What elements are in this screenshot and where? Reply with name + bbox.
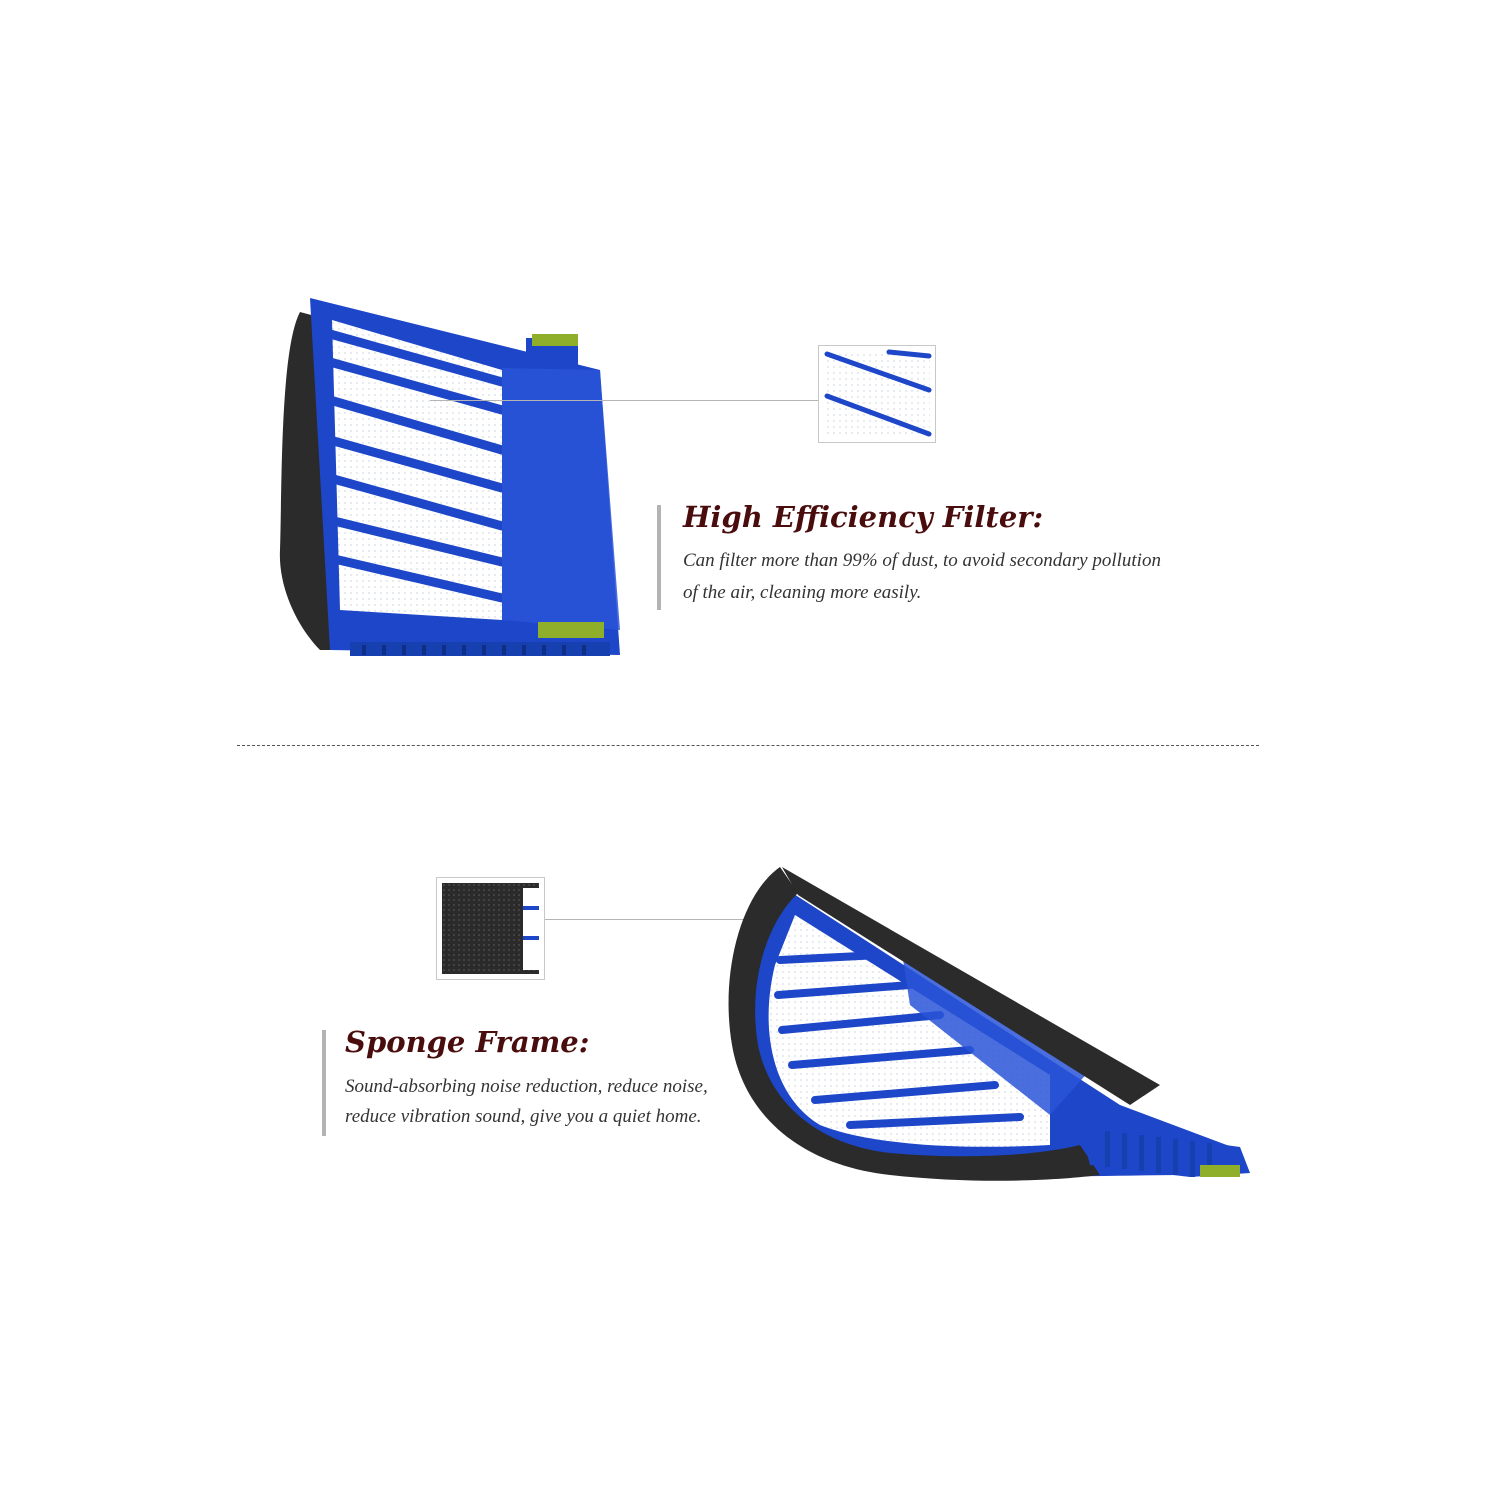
filter-mesh-detail-image	[824, 349, 932, 437]
sponge-detail-image	[442, 883, 539, 974]
sponge-detail	[436, 877, 545, 980]
sponge-desc-line-1: Sound-absorbing noise reduction, reduce …	[345, 1076, 708, 1097]
filter-heading: High Efficiency Filter:	[683, 500, 1044, 534]
filter-mesh-detail	[818, 345, 936, 443]
sponge-callout-line	[545, 919, 777, 920]
sponge-product-photo	[728, 867, 1250, 1181]
filter-desc-line-1: Can filter more than 99% of dust, to avo…	[683, 550, 1161, 571]
sponge-desc-line-2: reduce vibration sound, give you a quiet…	[345, 1106, 702, 1127]
sponge-heading: Sponge Frame:	[345, 1025, 590, 1059]
filter-product-photo	[279, 298, 620, 656]
sponge-text-block: Sponge Frame: Sound-absorbing noise redu…	[322, 1025, 762, 1136]
filter-text-block: High Efficiency Filter: Can filter more …	[657, 500, 1217, 610]
filter-desc-line-2: of the air, cleaning more easily.	[683, 582, 922, 603]
filter-callout-line	[430, 400, 820, 401]
section-divider	[237, 745, 1259, 746]
